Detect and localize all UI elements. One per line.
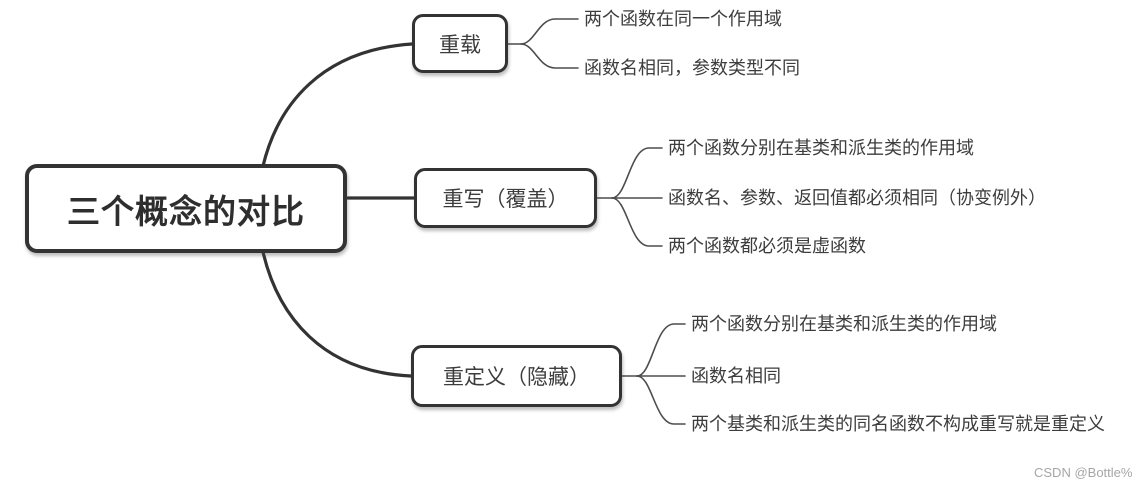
branch-node-override-label: 重写（覆盖） bbox=[442, 188, 569, 211]
csdn-watermark: CSDN @Bottle% bbox=[1034, 465, 1133, 480]
connector-redefine-leaf-3 bbox=[636, 375, 686, 425]
connector-redefine-leaf-1 bbox=[636, 323, 686, 377]
connector-root-to-overload bbox=[261, 42, 414, 168]
leaf-redefine-not-override: 两个基类和派生类的同名函数不构成重写就是重定义 bbox=[691, 414, 1105, 434]
leaf-override-must-be-virtual: 两个函数都必须是虚函数 bbox=[668, 236, 866, 256]
leaf-overload-same-name-diff-params: 函数名相同，参数类型不同 bbox=[584, 58, 800, 78]
connector-overload-leaf-2 bbox=[520, 43, 579, 69]
leaf-override-base-derived-scope: 两个函数分别在基类和派生类的作用域 bbox=[668, 138, 974, 158]
root-node-label: 三个概念的对比 bbox=[67, 192, 305, 230]
leaf-redefine-same-name: 函数名相同 bbox=[691, 366, 781, 386]
root-node: 三个概念的对比 bbox=[25, 164, 347, 253]
connector-override-leaf-1 bbox=[611, 147, 663, 199]
branch-node-redefine: 重定义（隐藏） bbox=[411, 345, 622, 407]
branch-node-override: 重写（覆盖） bbox=[414, 168, 597, 228]
branch-node-overload-label: 重载 bbox=[439, 33, 481, 57]
branch-node-overload: 重载 bbox=[412, 14, 508, 73]
branch-node-redefine-label: 重定义（隐藏） bbox=[443, 366, 590, 389]
leaf-redefine-base-derived-scope: 两个函数分别在基类和派生类的作用域 bbox=[691, 314, 997, 334]
leaf-override-signature-identical: 函数名、参数、返回值都必须相同（协变例外） bbox=[668, 188, 1046, 208]
connector-override-leaf-3 bbox=[611, 197, 663, 247]
connector-root-to-redefine bbox=[261, 250, 413, 378]
connector-overload-leaf-1 bbox=[520, 18, 579, 45]
leaf-overload-same-scope: 两个函数在同一个作用域 bbox=[584, 9, 782, 29]
